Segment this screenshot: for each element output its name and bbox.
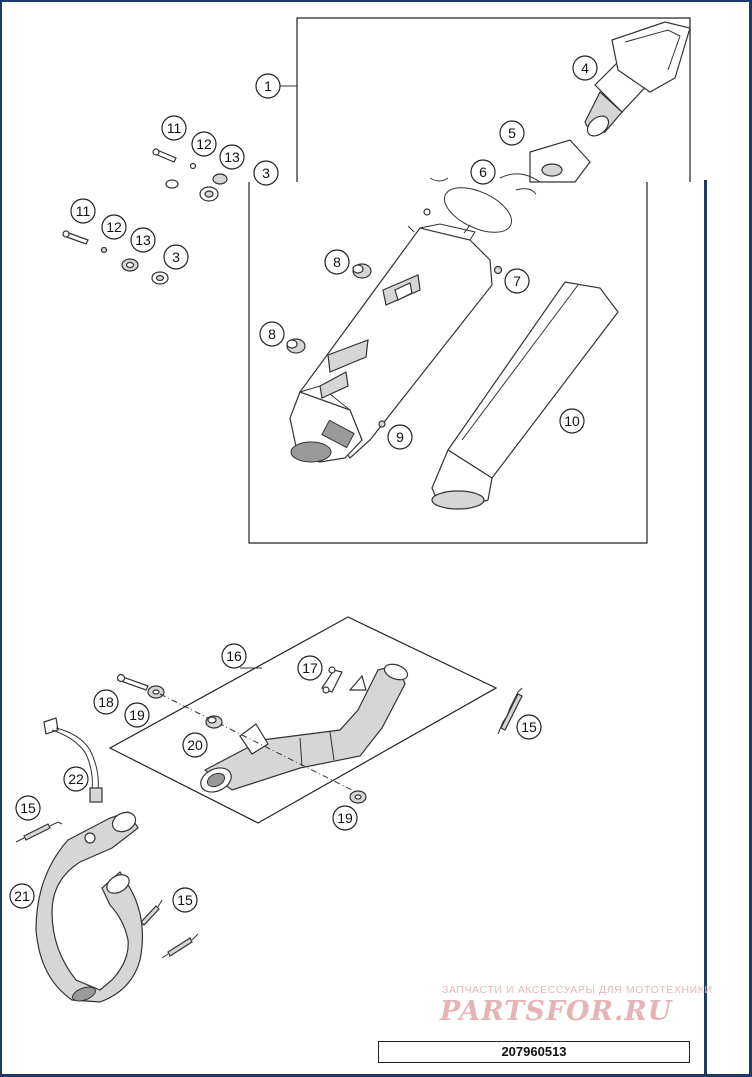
svg-text:8: 8 — [333, 254, 341, 270]
svg-text:15: 15 — [521, 719, 537, 735]
svg-text:12: 12 — [106, 219, 122, 235]
callout-3-lower: 3 — [163, 244, 189, 270]
svg-text:5: 5 — [508, 125, 516, 141]
callout-15-right: 15 — [516, 714, 542, 740]
svg-text:1: 1 — [264, 78, 272, 94]
svg-text:13: 13 — [224, 149, 240, 165]
frame-top-edge — [0, 0, 752, 2]
callout-15-left: 15 — [15, 795, 41, 821]
part-6-seal-ring — [429, 173, 541, 183]
frame-right-edge — [749, 0, 752, 1077]
svg-text:19: 19 — [129, 707, 145, 723]
callout-10: 10 — [559, 408, 585, 434]
frame-bottom-edge — [0, 1074, 752, 1077]
svg-text:13: 13 — [135, 232, 151, 248]
callout-22: 22 — [63, 766, 89, 792]
svg-text:11: 11 — [76, 203, 91, 219]
silencer-assembly-frame — [248, 182, 648, 544]
svg-text:21: 21 — [14, 888, 30, 904]
svg-text:3: 3 — [262, 165, 270, 181]
assembly-axis-line — [159, 693, 353, 791]
callout-19-lower: 19 — [332, 805, 358, 831]
part-8-grommet-upper — [352, 263, 372, 279]
svg-text:17: 17 — [302, 660, 318, 676]
svg-text:16: 16 — [226, 648, 242, 664]
svg-text:15: 15 — [177, 892, 193, 908]
callout-15-lower: 15 — [172, 887, 198, 913]
svg-text:11: 11 — [167, 120, 182, 136]
callout-17: 17 — [297, 655, 323, 681]
part-4-end-cap — [584, 21, 691, 137]
part-9-screw — [378, 420, 386, 428]
callout-12-upper: 12 — [191, 131, 217, 157]
frame-left-edge-lower — [0, 182, 2, 1077]
svg-text:10: 10 — [564, 413, 580, 429]
watermark-logo-text: PARTSFOR.RU — [440, 996, 673, 1027]
svg-text:18: 18 — [98, 694, 114, 710]
part-8-grommet-lower — [286, 338, 306, 354]
callout-16: 16 — [221, 643, 247, 669]
part-19-washer-upper — [147, 685, 165, 699]
frame-inner-right-bar — [704, 180, 707, 1077]
frame-left-edge — [0, 0, 2, 182]
callout-6: 6 — [470, 159, 496, 185]
svg-text:9: 9 — [396, 429, 404, 445]
callout-9: 9 — [387, 424, 413, 450]
svg-text:6: 6 — [479, 164, 487, 180]
callout-12-lower: 12 — [101, 214, 127, 240]
callout-18: 18 — [93, 689, 119, 715]
callout-1: 1 — [255, 73, 281, 99]
callout-20: 20 — [182, 732, 208, 758]
part-17-clamp — [321, 666, 343, 694]
part-18-bolt — [116, 673, 149, 691]
callout-5: 5 — [499, 120, 525, 146]
part-20-grommet — [205, 715, 223, 729]
svg-text:8: 8 — [268, 326, 276, 342]
upper-assembly-frame — [280, 17, 691, 182]
part-5-outlet-cone — [529, 139, 591, 183]
callout-11-lower: 11 — [70, 198, 96, 224]
part-15-spring-left — [15, 821, 63, 843]
callout-4: 4 — [572, 55, 598, 81]
part-10-outer-sleeve — [431, 281, 619, 510]
callout-11-upper: 11 — [161, 115, 187, 141]
svg-text:15: 15 — [20, 800, 36, 816]
part-7-screw — [407, 208, 503, 275]
callout-7: 7 — [504, 268, 530, 294]
svg-text:7: 7 — [513, 273, 521, 289]
svg-text:12: 12 — [196, 136, 212, 152]
drawing-number-box: 207960513 — [378, 1041, 690, 1063]
left-screw-group — [62, 230, 169, 285]
callout-8-lower: 8 — [259, 321, 285, 347]
svg-text:4: 4 — [581, 60, 589, 76]
callout-21: 21 — [9, 883, 35, 909]
callout-13-lower: 13 — [130, 227, 156, 253]
svg-text:3: 3 — [172, 249, 180, 265]
svg-text:22: 22 — [68, 771, 84, 787]
watermark-tagline: ЗАПЧАСТИ И АКСЕССУАРЫ ДЛЯ МОТОТЕХНИКИ — [442, 984, 713, 996]
callout-13-upper: 13 — [219, 144, 245, 170]
part-19-washer-lower — [349, 790, 367, 804]
svg-text:20: 20 — [187, 737, 203, 753]
part-15-spring-lower-b — [161, 933, 199, 959]
callout-19-upper: 19 — [124, 702, 150, 728]
upper-screw-group — [152, 148, 228, 202]
callout-8-upper: 8 — [324, 249, 350, 275]
part-6-seal-ring-lower — [443, 187, 537, 233]
part-15-spring-right — [497, 687, 523, 735]
callout-3-upper: 3 — [253, 160, 279, 186]
part-22-lambda-sensor — [43, 717, 103, 803]
silencer-body — [289, 223, 493, 463]
svg-text:19: 19 — [337, 810, 353, 826]
part-21-front-header — [35, 811, 144, 1003]
header-pipe — [200, 663, 409, 793]
header-assembly-frame — [108, 616, 498, 824]
